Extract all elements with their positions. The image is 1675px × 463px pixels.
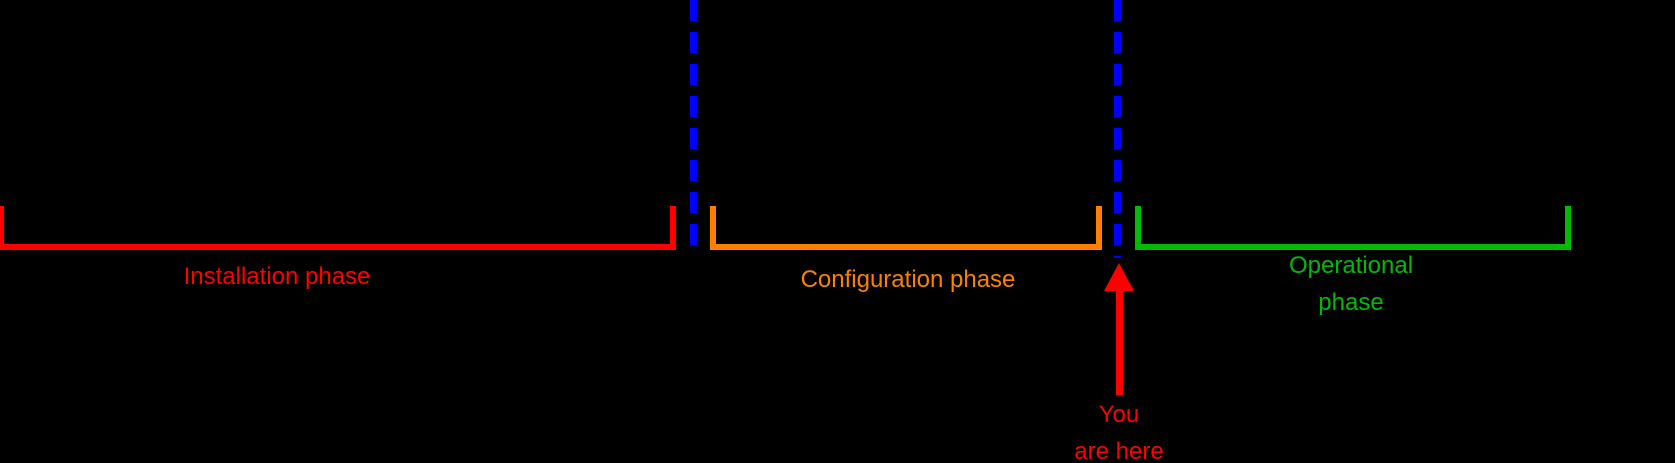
configuration-phase-bracket	[710, 206, 1102, 250]
up-arrow-icon	[1104, 263, 1134, 291]
you-are-here-label: You are here	[1074, 401, 1164, 463]
phase-separator-line-2	[1114, 0, 1121, 258]
installation-phase-bracket	[0, 206, 676, 250]
operational-phase-bracket	[1135, 206, 1571, 250]
operational-phase-label: Operational phase	[1288, 252, 1414, 316]
configuration-phase-label: Configuration phase	[800, 266, 1016, 293]
up-arrow-shaft	[1116, 289, 1123, 395]
installation-phase-label: Installation phase	[183, 263, 371, 290]
phase-separator-line-1	[690, 0, 697, 250]
